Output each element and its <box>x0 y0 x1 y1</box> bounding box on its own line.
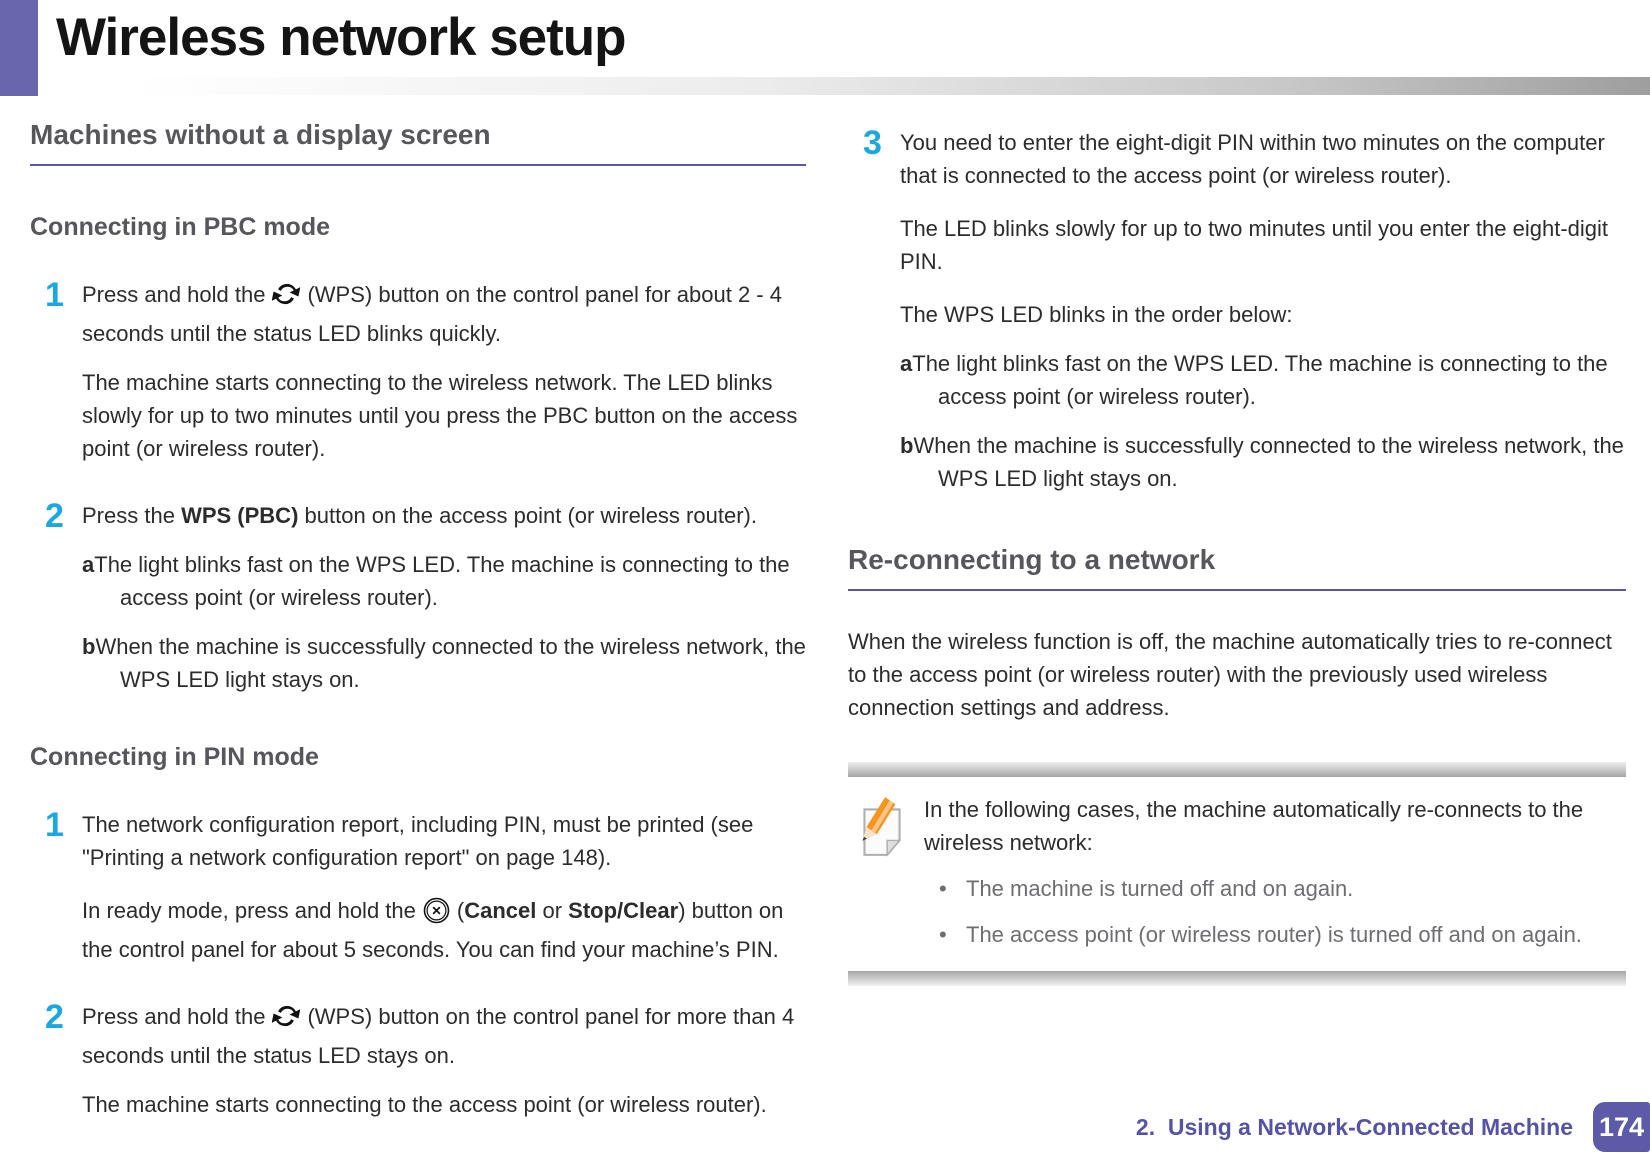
step-paragraph: The machine starts connecting to the acc… <box>82 1092 767 1117</box>
page-footer: 2. Using a Network-Connected Machine 174 <box>1136 1102 1650 1152</box>
step-number: 2 <box>45 497 64 535</box>
step-number: 1 <box>45 806 64 844</box>
pin-step-3: 3 You need to enter the eight-digit PIN … <box>848 126 1626 495</box>
note-intro: In the following cases, the machine auto… <box>924 797 1584 855</box>
step-number: 2 <box>45 998 64 1036</box>
pbc-step-2: 2 Press the WPS (PBC) button on the acce… <box>30 499 806 696</box>
step-text: The network configuration report, includ… <box>82 812 754 870</box>
subheading-pbc-mode: Connecting in PBC mode <box>30 213 330 241</box>
step-text: Press the WPS (PBC) button on the access… <box>82 503 757 528</box>
substep-b: bWhen the machine is successfully connec… <box>82 634 806 692</box>
footer-chapter-label: 2. Using a Network-Connected Machine <box>1135 1113 1573 1140</box>
page-title: Wireless network setup <box>56 8 627 67</box>
title-divider <box>38 77 1650 95</box>
step-number: 3 <box>863 124 882 162</box>
step-paragraph: The WPS LED blinks in the order below: <box>900 302 1293 327</box>
step-text: Press and hold the(WPS) button on the co… <box>82 280 782 346</box>
wps-icon <box>272 280 301 317</box>
page-number-badge: 174 <box>1593 1102 1650 1152</box>
note-pencil-icon <box>854 793 912 951</box>
cancel-icon <box>423 897 450 933</box>
step-text: You need to enter the eight-digit PIN wi… <box>900 130 1605 188</box>
subheading-pin-mode: Connecting in PIN mode <box>30 743 319 771</box>
substep-a: aThe light blinks fast on the WPS LED. T… <box>82 552 790 610</box>
step-paragraph: The machine starts connecting to the wir… <box>82 370 798 461</box>
pin-step-2: 2 Press and hold the(WPS) button on the … <box>30 1000 806 1121</box>
note-top-rule <box>848 762 1626 777</box>
section-heading-machines-without-display: Machines without a display screen <box>30 118 806 166</box>
note-bottom-rule <box>848 971 1626 986</box>
step-paragraph: The LED blinks slowly for up to two minu… <box>900 216 1609 274</box>
step-number: 1 <box>45 276 64 314</box>
pin-step-1: 1 The network configuration report, incl… <box>30 808 806 966</box>
note-bullet-list: The machine is turned off and on again. … <box>924 872 1602 951</box>
substep-a: aThe light blinks fast on the WPS LED. T… <box>900 351 1608 409</box>
substep-b: bWhen the machine is successfully connec… <box>900 433 1624 491</box>
right-column: 3 You need to enter the eight-digit PIN … <box>848 126 1626 986</box>
note-box: In the following cases, the machine auto… <box>848 762 1626 986</box>
reconnect-paragraph: When the wireless function is off, the m… <box>848 629 1612 720</box>
section-heading-reconnecting: Re-connecting to a network <box>848 543 1626 591</box>
left-column: Machines without a display screen Connec… <box>30 118 806 1121</box>
wps-icon <box>272 1002 301 1039</box>
pbc-step-1: 1 Press and hold the(WPS) button on the … <box>30 278 806 465</box>
note-bullet: The machine is turned off and on again. <box>924 872 1602 905</box>
note-bullet: The access point (or wireless router) is… <box>924 918 1602 951</box>
step-paragraph: In ready mode, press and hold the(Cancel… <box>82 897 784 962</box>
step-text: Press and hold the(WPS) button on the co… <box>82 1002 795 1068</box>
chapter-accent-bar <box>0 0 38 96</box>
